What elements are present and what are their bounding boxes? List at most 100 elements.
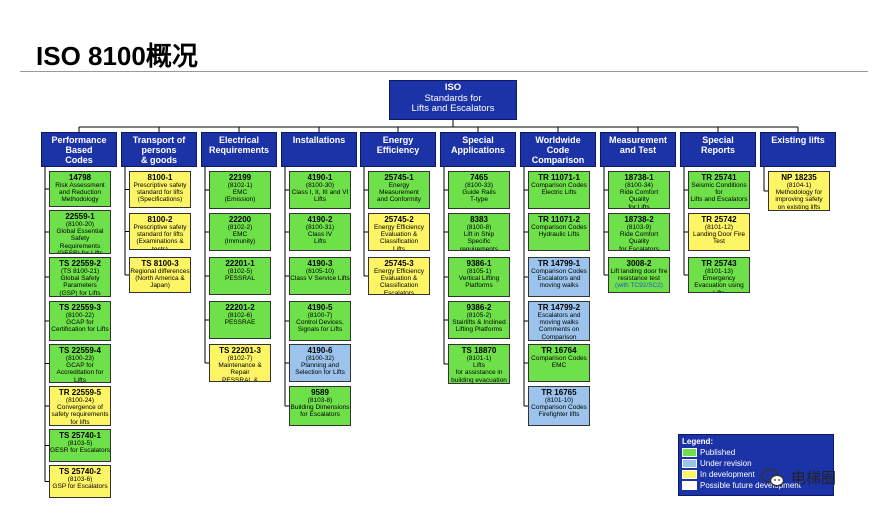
standard-number: (8100-33) xyxy=(464,182,494,189)
standard-box: 8383(8100-8)Lift in Ship Specific requir… xyxy=(448,213,510,251)
standard-description: Comparison Codes Hydraulic Lifts xyxy=(531,224,587,239)
standard-description: Prescriptive safety standard for lifts (… xyxy=(133,224,187,250)
standard-description: Energy Measurement and Conformity xyxy=(376,182,422,204)
standard-number: (8101-13) xyxy=(704,268,734,275)
standard-code: 22559-1 xyxy=(65,212,95,221)
page-title: ISO 8100概况 xyxy=(36,41,198,71)
standard-description: GCAP for Accreditation for Lifts xyxy=(56,362,104,383)
standard-box: 4190-6(8100-32)Planning and Selection fo… xyxy=(289,344,351,382)
standard-description: Lift in Ship Specific requirements xyxy=(460,231,498,251)
standard-description: Escalators and moving walks Comments on … xyxy=(537,312,581,341)
standard-description: PESSRAE xyxy=(224,319,256,327)
standard-description: Regional differences (North America & Ja… xyxy=(130,268,190,290)
standard-code: 18738-1 xyxy=(624,173,654,182)
standard-description: Prescriptive safety standard for lifts (… xyxy=(133,182,187,204)
root-subtitle: Standards for Lifts and Escalators xyxy=(411,92,495,114)
standard-box: TS 22559-4(8100-23)GCAP for Accreditatio… xyxy=(49,344,111,383)
column-header: Transport of persons & goods xyxy=(121,132,197,167)
standard-code: 8100-2 xyxy=(147,215,173,224)
standard-description: Risk Assessment and Reduction Methodolog… xyxy=(55,182,105,204)
wechat-icon xyxy=(761,468,785,486)
standard-box: 22201-2(8102-6)PESSRAE xyxy=(209,301,271,339)
standard-description: Ride Comfort Quality for Lifts xyxy=(619,189,659,209)
legend-item-development: In development xyxy=(682,469,830,480)
column-header: Worldwide Code Comparison xyxy=(520,132,596,167)
standard-number: (8100-7) xyxy=(307,312,333,319)
standard-number: (8101-12) xyxy=(704,224,734,231)
standard-box: 7465(8100-33)Guide Rails T-type xyxy=(448,171,510,209)
standard-number: (TS 8100-21) xyxy=(60,268,100,275)
standard-code: 9589 xyxy=(311,388,329,397)
legend-item-published: Published xyxy=(682,447,830,458)
standard-box: TR 25743(8101-13)Emergency Evacuation us… xyxy=(688,257,750,293)
standard-box: 4190-3(8105-10)Class V Service Lifts xyxy=(289,257,351,295)
standard-description: Comparison Codes Escalators and moving w… xyxy=(531,268,587,290)
legend-title: Legend: xyxy=(682,437,714,446)
standard-code: TR 16764 xyxy=(541,346,577,355)
standard-number: (8105-10) xyxy=(305,268,335,275)
column-header: Performance Based Codes xyxy=(41,132,117,167)
standard-number: (8100-24) xyxy=(65,397,95,404)
standard-code: TS 22559-3 xyxy=(59,303,101,312)
standard-box: 9589(8103-8)Building Dimensions for Esca… xyxy=(289,386,351,426)
standard-number: (8100-31) xyxy=(305,224,335,231)
title-divider xyxy=(20,71,868,72)
standard-box: 22199(8102-1)EMC (Emission) xyxy=(209,171,271,209)
standard-description: Energy Efficiency Evaluation & Classific… xyxy=(373,224,425,251)
legend-item-future: Possible future development xyxy=(682,480,830,491)
standard-code: 25745-1 xyxy=(384,173,414,182)
column-header: Electrical Requirements xyxy=(201,132,277,167)
standard-box: 4190-1(8100-30)Class I, II, III and VI L… xyxy=(289,171,351,209)
root-node-iso: ISO Standards for Lifts and Escalators xyxy=(389,80,517,120)
standard-description: PESSRAL xyxy=(225,275,255,283)
standard-number: (8102-1) xyxy=(227,182,253,189)
standard-code: TR 14799-1 xyxy=(537,259,581,268)
column-header: Energy Efficiency xyxy=(360,132,436,167)
standard-box: 4190-2(8100-31)Class IV Lifts xyxy=(289,213,351,251)
watermark-label: 电梯圈 xyxy=(791,470,837,487)
standard-number: (8100-32) xyxy=(305,355,335,362)
legend-label: In development xyxy=(700,470,755,479)
standard-box: TS 22201-3(8102-7)Maintenance & Repair P… xyxy=(209,344,271,382)
standard-box: TS 25740-2(8103-6)GSP for Escalators xyxy=(49,465,111,498)
standard-description: Stairlifts & Inclined Lifting Platforms xyxy=(452,319,506,334)
standard-number: (8102-6) xyxy=(227,312,253,319)
standard-description: Planning and Selection for Lifts xyxy=(295,362,345,377)
legend-swatch xyxy=(682,459,697,468)
standard-number: (8102-2) xyxy=(227,224,253,231)
standard-description: Class IV Lifts xyxy=(307,231,333,246)
standard-box: 9386-1(8105-1)Vertical Lifting Platforms xyxy=(448,257,510,297)
standard-box: 22201-1(8102-5)PESSRAL xyxy=(209,257,271,295)
standard-code: TR 22559-5 xyxy=(58,388,102,397)
column-header: Special Reports xyxy=(680,132,756,167)
standard-description: Lifts for assistance in building evacuat… xyxy=(451,362,507,384)
standard-number: (8100-22) xyxy=(65,312,95,319)
standard-code: 4190-2 xyxy=(307,215,333,224)
standard-number: (8105-1) xyxy=(466,268,492,275)
standard-description: Energy Efficiency Evaluation & Classific… xyxy=(373,268,425,295)
standard-code: 9386-1 xyxy=(466,259,492,268)
standard-code: TR 16765 xyxy=(541,388,577,397)
standard-description: Comparison Codes Electric Lifts xyxy=(531,182,587,197)
standard-number: (8104-1) xyxy=(786,182,812,189)
standard-description: Guide Rails T-type xyxy=(462,189,496,204)
standard-number: (8103-5) xyxy=(67,440,93,447)
standard-code: TS 22201-3 xyxy=(219,346,261,355)
standard-code: 22201-1 xyxy=(225,259,255,268)
root-title: ISO xyxy=(444,82,462,93)
standard-number: (8100-20) xyxy=(65,221,95,228)
standard-code: 4190-6 xyxy=(307,346,333,355)
standard-code: 3008-2 xyxy=(626,259,652,268)
standard-code: NP 18235 xyxy=(781,173,817,182)
standard-code: TR 25743 xyxy=(701,259,737,268)
standard-box: TS 22559-3(8100-22)GCAP for Certificatio… xyxy=(49,301,111,341)
standard-description: Landing Door Fire Test xyxy=(692,231,746,246)
standard-description: EMC (Immunity) xyxy=(224,231,256,246)
legend-swatch xyxy=(682,470,697,479)
